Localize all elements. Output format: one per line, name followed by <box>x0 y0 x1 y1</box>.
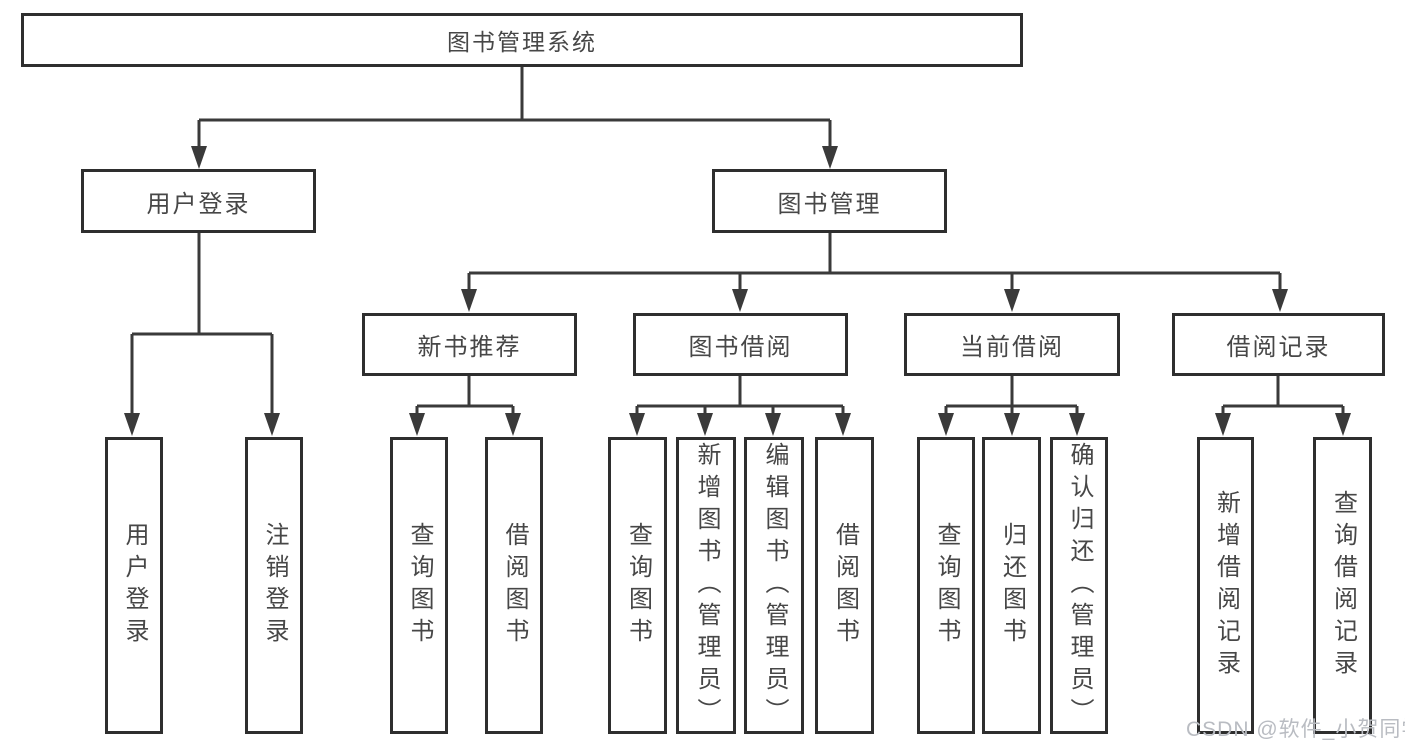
connector-segments <box>130 67 1345 417</box>
node-library-management-system: 图书管理系统 <box>21 13 1023 67</box>
node-label: 新增借阅记录 <box>1212 489 1240 682</box>
node-label: 用户登录 <box>121 521 148 650</box>
node-user-login: 用户登录 <box>81 169 316 233</box>
node-query-books-borrowing: 查询图书 <box>608 437 667 734</box>
node-borrow-records: 借阅记录 <box>1172 313 1385 376</box>
node-add-borrow-record: 新增借阅记录 <box>1197 437 1254 734</box>
node-label: 编辑图书（管理员） <box>761 441 788 730</box>
csdn-watermark: CSDN @软件_小贺同学 <box>1186 718 1405 741</box>
node-current-borrowing: 当前借阅 <box>904 313 1120 376</box>
node-label: 查询借阅记录 <box>1329 489 1357 682</box>
node-book-management: 图书管理 <box>712 169 947 233</box>
node-label: 注销登录 <box>261 521 288 650</box>
node-label: 新增图书（管理员） <box>693 441 720 730</box>
node-user-login-leaf: 用户登录 <box>105 437 163 734</box>
arrowheads <box>124 146 1351 436</box>
node-label: 借阅图书 <box>831 521 859 650</box>
node-label: 查询图书 <box>933 521 960 650</box>
node-query-books-recommend: 查询图书 <box>390 437 448 734</box>
node-borrow-books-borrowing: 借阅图书 <box>815 437 874 734</box>
node-label: 查询图书 <box>624 521 652 650</box>
node-confirm-return-admin: 确认归还（管理员） <box>1050 437 1108 734</box>
node-query-books-current: 查询图书 <box>917 437 975 734</box>
node-book-borrowing: 图书借阅 <box>633 313 848 376</box>
node-label: 借阅图书 <box>501 521 528 650</box>
node-label: 查询图书 <box>406 521 433 650</box>
node-return-books: 归还图书 <box>982 437 1041 734</box>
node-query-borrow-record: 查询借阅记录 <box>1313 437 1372 734</box>
node-logout-leaf: 注销登录 <box>245 437 303 734</box>
node-borrow-books-recommend: 借阅图书 <box>485 437 543 734</box>
node-new-book-recommend: 新书推荐 <box>362 313 577 376</box>
node-label: 归还图书 <box>998 521 1026 650</box>
node-add-books-admin: 新增图书（管理员） <box>676 437 736 734</box>
node-label: 确认归还（管理员） <box>1066 441 1093 730</box>
node-edit-books-admin: 编辑图书（管理员） <box>744 437 804 734</box>
